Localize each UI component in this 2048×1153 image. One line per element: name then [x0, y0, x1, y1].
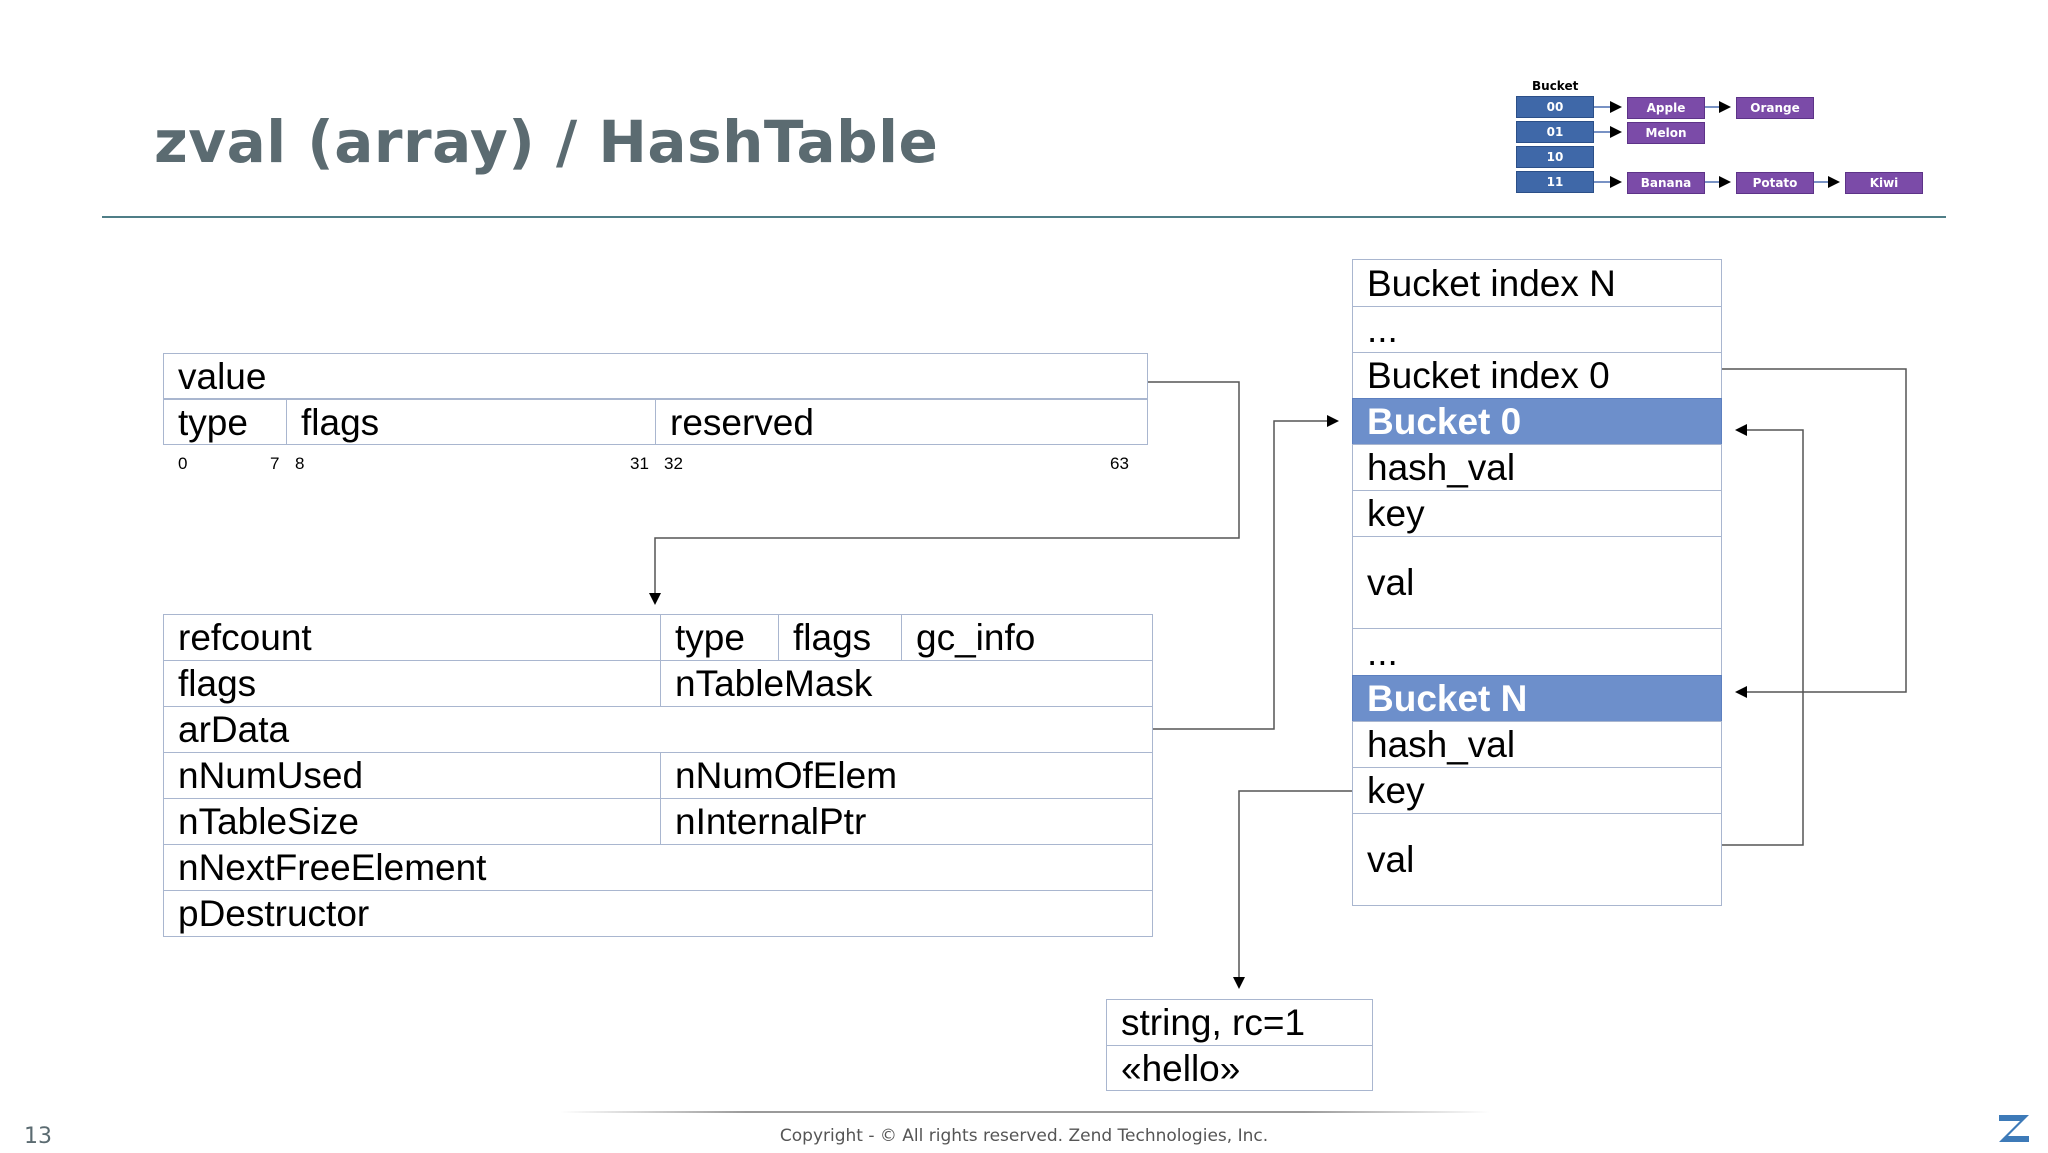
title-divider [102, 216, 1946, 218]
zval-reserved-cell: reserved [655, 399, 1148, 445]
page-title: zval (array) / HashTable [154, 108, 939, 176]
ht-ardata-cell: arData [163, 706, 1153, 753]
mini-bucket-11: 11 [1516, 171, 1594, 193]
zval-value-cell: value [163, 353, 1148, 399]
mini-bucket-01: 01 [1516, 121, 1594, 143]
ht-type-cell: type [660, 614, 779, 661]
zend-logo [1996, 1112, 2032, 1148]
ht-refcount-cell: refcount [163, 614, 661, 661]
ht-gc-info-cell: gc_info [901, 614, 1153, 661]
mini-node-kiwi: Kiwi [1845, 172, 1923, 194]
bit-label-31: 31 [630, 454, 649, 473]
mini-caption: Bucket [1532, 79, 1579, 93]
arrow-bucketn-val-to-bucket0 [1722, 424, 1804, 846]
string-header-cell: string, rc=1 [1106, 999, 1373, 1046]
ht-flags-cell: flags [163, 660, 661, 707]
mini-bucket-10: 10 [1516, 146, 1594, 168]
mini-node-orange: Orange [1736, 97, 1814, 119]
ht-ntablesize-cell: nTableSize [163, 798, 661, 845]
page-number: 13 [24, 1124, 52, 1149]
copyright-text: Copyright - © All rights reserved. Zend … [779, 1126, 1269, 1146]
bit-label-32: 32 [664, 454, 683, 473]
bucket-n-key-cell: key [1352, 767, 1722, 814]
ht-ntablemask-cell: nTableMask [660, 660, 1153, 707]
bucket-index-n-cell: Bucket index N [1352, 259, 1722, 307]
bucket-n-val-cell: val [1352, 813, 1722, 906]
ht-flags-small-cell: flags [778, 614, 902, 661]
arrow-ardata-to-bucket0 [1153, 415, 1339, 730]
mini-node-potato: Potato [1736, 172, 1814, 194]
bit-label-63: 63 [1110, 454, 1129, 473]
bit-label-7: 7 [270, 454, 280, 473]
bucket-0-key-cell: key [1352, 490, 1722, 537]
ht-nnumofelem-cell: nNumOfElem [660, 752, 1153, 799]
footer-divider [560, 1111, 1490, 1113]
bucket-dots-top-cell: ... [1352, 306, 1722, 353]
bucket-n-header: Bucket N [1352, 675, 1722, 722]
mini-bucket-00: 00 [1516, 96, 1594, 118]
arrow-key-to-string [1233, 790, 1352, 989]
bit-label-8: 8 [295, 454, 305, 473]
ht-ninternalptr-cell: nInternalPtr [660, 798, 1153, 845]
mini-node-banana: Banana [1627, 172, 1705, 194]
bit-label-0: 0 [178, 454, 188, 473]
bucket-index-0-cell: Bucket index 0 [1352, 352, 1722, 399]
ht-nnextfreeelement-cell: nNextFreeElement [163, 844, 1153, 891]
zval-type-cell: type [163, 399, 287, 445]
bucket-0-header: Bucket 0 [1352, 398, 1722, 445]
bucket-0-val-cell: val [1352, 536, 1722, 629]
arrow-index0-to-bucketn [1722, 368, 1907, 698]
mini-node-apple: Apple [1627, 97, 1705, 119]
string-value-cell: «hello» [1106, 1045, 1373, 1091]
mini-node-melon: Melon [1627, 122, 1705, 144]
arrow-value-to-hashtable [649, 381, 1240, 605]
ht-pdestructor-cell: pDestructor [163, 890, 1153, 937]
zval-flags-cell: flags [286, 399, 656, 445]
